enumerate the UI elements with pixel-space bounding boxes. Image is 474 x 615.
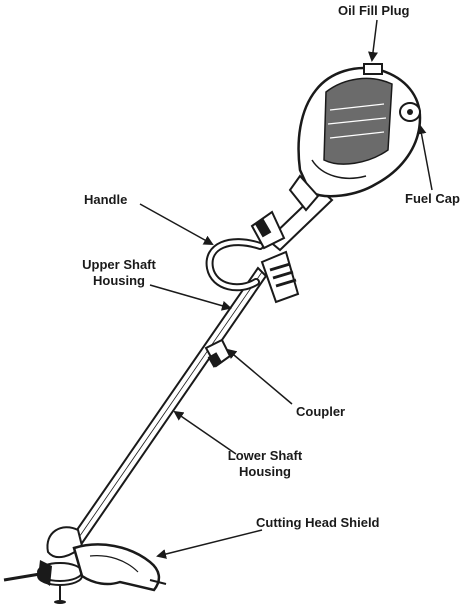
coupler-leader — [226, 348, 293, 405]
lower-shaft-housing-label: Lower Shaft Housing — [210, 448, 320, 480]
upper-shaft-label-line2: Housing — [93, 273, 145, 288]
engine-housing — [288, 66, 422, 212]
coupler-label: Coupler — [296, 404, 346, 419]
oil-fill-plug-label: Oil Fill Plug — [338, 3, 410, 18]
oil-fill-plug — [363, 63, 383, 75]
cutting-head — [3, 526, 84, 604]
lower-shaft-label-line1: Lower Shaft — [227, 448, 303, 463]
cutting-head-shield-leader — [156, 529, 263, 559]
lower-shaft-label-line2: Housing — [239, 464, 291, 479]
cutting-head-shield-label: Cutting Head Shield — [256, 515, 380, 530]
shaft — [68, 266, 268, 548]
upper-shaft-housing-label: Upper Shaft Housing — [64, 257, 174, 289]
lower-shaft-leader — [173, 410, 237, 455]
fuel-cap — [399, 102, 421, 122]
fuel-cap-label: Fuel Cap — [405, 191, 460, 206]
upper-shaft-label-line1: Upper Shaft — [82, 257, 156, 272]
handle-leader — [139, 203, 214, 245]
oil-fill-plug-leader — [368, 19, 378, 62]
cutting-head-shield — [72, 543, 167, 592]
handle-label: Handle — [84, 192, 128, 207]
handle — [205, 238, 300, 304]
upper-shaft-tube — [250, 188, 334, 252]
upper-shaft-leader — [149, 284, 232, 311]
leader-lines — [139, 19, 433, 559]
fuel-cap-leader — [416, 124, 433, 191]
